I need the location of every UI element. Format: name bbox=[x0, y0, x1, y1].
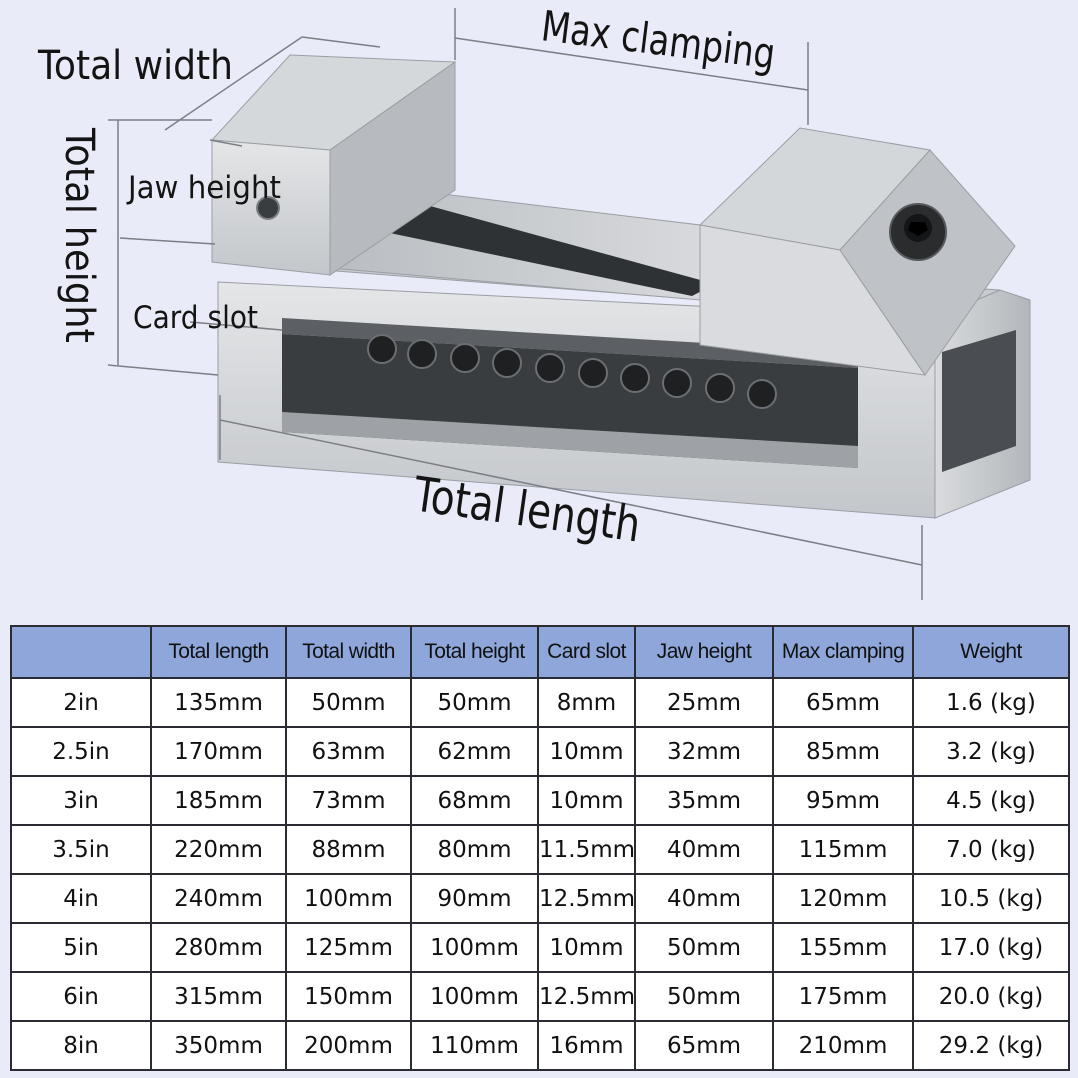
cell-weight: 4.5 (kg) bbox=[912, 775, 1070, 826]
dimension-lines bbox=[107, 8, 923, 600]
cell-max-clamping: 85mm bbox=[772, 726, 914, 777]
cell-size: 4in bbox=[10, 873, 152, 924]
cell-total-width: 100mm bbox=[285, 873, 412, 924]
cell-total-width: 73mm bbox=[285, 775, 412, 826]
cell-max-clamping: 115mm bbox=[772, 824, 914, 875]
cell-jaw-height: 32mm bbox=[634, 726, 774, 777]
hole-row bbox=[367, 334, 777, 409]
cell-card-slot: 8mm bbox=[537, 677, 636, 728]
cell-total-length: 240mm bbox=[150, 873, 287, 924]
cell-card-slot: 16mm bbox=[537, 1020, 636, 1071]
table-row: 2.5in 170mm 63mm 62mm 10mm 32mm 85mm 3.2… bbox=[10, 726, 1070, 777]
header-size bbox=[10, 625, 152, 679]
cell-total-width: 200mm bbox=[285, 1020, 412, 1071]
jaw-height-label: Jaw height bbox=[126, 170, 281, 206]
cell-max-clamping: 175mm bbox=[772, 971, 914, 1022]
spec-table: Total length Total width Total height Ca… bbox=[10, 625, 1070, 1071]
cell-max-clamping: 120mm bbox=[772, 873, 914, 924]
cell-card-slot: 10mm bbox=[537, 775, 636, 826]
cell-max-clamping: 95mm bbox=[772, 775, 914, 826]
cell-total-height: 80mm bbox=[410, 824, 539, 875]
cell-total-length: 185mm bbox=[150, 775, 287, 826]
max-clamping-label: Max clamping bbox=[539, 1, 778, 78]
cell-jaw-height: 65mm bbox=[634, 1020, 774, 1071]
total-height-label: Total height bbox=[56, 127, 102, 343]
cell-total-height: 68mm bbox=[410, 775, 539, 826]
cell-total-length: 170mm bbox=[150, 726, 287, 777]
table-row: 5in 280mm 125mm 100mm 10mm 50mm 155mm 17… bbox=[10, 922, 1070, 973]
header-total-length: Total length bbox=[150, 625, 287, 679]
header-jaw-height: Jaw height bbox=[634, 625, 774, 679]
cell-total-length: 280mm bbox=[150, 922, 287, 973]
table-row: 8in 350mm 200mm 110mm 16mm 65mm 210mm 29… bbox=[10, 1020, 1070, 1071]
cell-max-clamping: 155mm bbox=[772, 922, 914, 973]
table-row: 3.5in 220mm 88mm 80mm 11.5mm 40mm 115mm … bbox=[10, 824, 1070, 875]
cell-card-slot: 10mm bbox=[537, 922, 636, 973]
table-header-row: Total length Total width Total height Ca… bbox=[10, 625, 1070, 679]
cell-max-clamping: 210mm bbox=[772, 1020, 914, 1071]
cell-total-length: 350mm bbox=[150, 1020, 287, 1071]
cell-card-slot: 12.5mm bbox=[537, 971, 636, 1022]
cell-size: 3in bbox=[10, 775, 152, 826]
cell-jaw-height: 50mm bbox=[634, 922, 774, 973]
cell-jaw-height: 35mm bbox=[634, 775, 774, 826]
cell-size: 8in bbox=[10, 1020, 152, 1071]
cell-total-width: 50mm bbox=[285, 677, 412, 728]
cell-total-height: 100mm bbox=[410, 971, 539, 1022]
cell-total-height: 62mm bbox=[410, 726, 539, 777]
header-total-width: Total width bbox=[285, 625, 412, 679]
card-slot-label: Card slot bbox=[133, 300, 258, 336]
cell-card-slot: 11.5mm bbox=[537, 824, 636, 875]
cell-total-length: 220mm bbox=[150, 824, 287, 875]
header-total-height: Total height bbox=[410, 625, 539, 679]
cell-total-width: 125mm bbox=[285, 922, 412, 973]
cell-size: 2.5in bbox=[10, 726, 152, 777]
cell-size: 2in bbox=[10, 677, 152, 728]
vise-illustration bbox=[210, 54, 1031, 519]
table-row: 4in 240mm 100mm 90mm 12.5mm 40mm 120mm 1… bbox=[10, 873, 1070, 924]
cell-jaw-height: 50mm bbox=[634, 971, 774, 1022]
cell-weight: 20.0 (kg) bbox=[912, 971, 1070, 1022]
header-card-slot: Card slot bbox=[537, 625, 636, 679]
cell-total-width: 150mm bbox=[285, 971, 412, 1022]
cell-weight: 3.2 (kg) bbox=[912, 726, 1070, 777]
cell-total-width: 63mm bbox=[285, 726, 412, 777]
cell-total-height: 110mm bbox=[410, 1020, 539, 1071]
cell-weight: 7.0 (kg) bbox=[912, 824, 1070, 875]
cell-total-height: 50mm bbox=[410, 677, 539, 728]
header-max-clamping: Max clamping bbox=[772, 625, 914, 679]
cell-size: 6in bbox=[10, 971, 152, 1022]
cell-weight: 10.5 (kg) bbox=[912, 873, 1070, 924]
vise-dimension-diagram: Total width Max clamping Total height Ja… bbox=[37, 1, 1031, 600]
cell-total-height: 100mm bbox=[410, 922, 539, 973]
table-row: 3in 185mm 73mm 68mm 10mm 35mm 95mm 4.5 (… bbox=[10, 775, 1070, 826]
cell-jaw-height: 40mm bbox=[634, 873, 774, 924]
total-width-label: Total width bbox=[37, 43, 233, 89]
cell-card-slot: 12.5mm bbox=[537, 873, 636, 924]
cell-total-height: 90mm bbox=[410, 873, 539, 924]
cell-size: 5in bbox=[10, 922, 152, 973]
cell-total-width: 88mm bbox=[285, 824, 412, 875]
table-row: 6in 315mm 150mm 100mm 12.5mm 50mm 175mm … bbox=[10, 971, 1070, 1022]
header-weight: Weight bbox=[912, 625, 1070, 679]
table-row: 2in 135mm 50mm 50mm 8mm 25mm 65mm 1.6 (k… bbox=[10, 677, 1070, 728]
cell-weight: 29.2 (kg) bbox=[912, 1020, 1070, 1071]
cell-weight: 1.6 (kg) bbox=[912, 677, 1070, 728]
cell-total-length: 135mm bbox=[150, 677, 287, 728]
cell-jaw-height: 40mm bbox=[634, 824, 774, 875]
cell-weight: 17.0 (kg) bbox=[912, 922, 1070, 973]
cell-jaw-height: 25mm bbox=[634, 677, 774, 728]
cell-total-length: 315mm bbox=[150, 971, 287, 1022]
cell-max-clamping: 65mm bbox=[772, 677, 914, 728]
cell-card-slot: 10mm bbox=[537, 726, 636, 777]
cell-size: 3.5in bbox=[10, 824, 152, 875]
